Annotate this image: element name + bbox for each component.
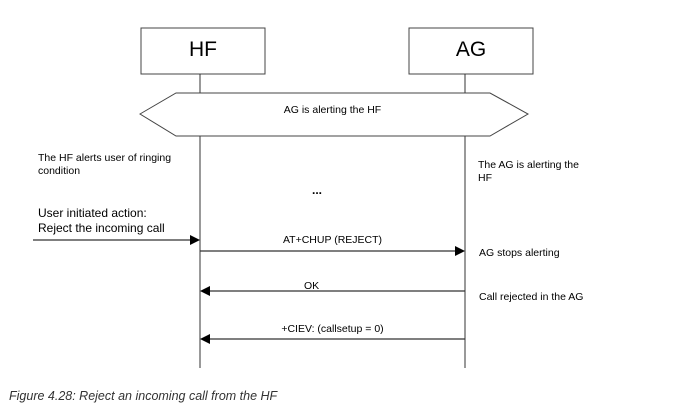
banner-hexagon — [139, 92, 530, 137]
ag-alerting-note-line1: The AG is alerting the — [478, 159, 579, 171]
message-label-2: OK — [304, 280, 320, 292]
hf-entity-box — [140, 27, 266, 75]
message-arrowhead-1 — [455, 246, 465, 256]
hf-alerts-note-line1: The HF alerts user of ringing — [38, 152, 172, 164]
message-label-3: +CIEV: (callsetup = 0) — [281, 323, 384, 335]
ag-entity-box — [408, 27, 534, 75]
user-action-line1: User initiated action: — [38, 206, 147, 220]
ellipsis: ... — [312, 183, 323, 197]
banner-label: AG is alerting the HF — [283, 104, 382, 116]
ag-stops-note: AG stops alerting — [479, 247, 560, 259]
hf-entity-label: HF — [189, 38, 217, 61]
message-arrowhead-3 — [200, 334, 210, 344]
message-arrowhead-2 — [200, 286, 210, 296]
hf-alerts-note-line2: condition — [38, 165, 81, 177]
figure-caption: Figure 4.28: Reject an incoming call fro… — [9, 389, 278, 403]
user-action-arrowhead — [190, 235, 200, 245]
message-label-1: AT+CHUP (REJECT) — [282, 234, 383, 246]
user-action-line2: Reject the incoming call — [38, 221, 165, 235]
call-rejected-note: Call rejected in the AG — [479, 291, 584, 303]
ag-alerting-note-line2: HF — [478, 172, 492, 184]
ag-entity-label: AG — [455, 38, 487, 61]
